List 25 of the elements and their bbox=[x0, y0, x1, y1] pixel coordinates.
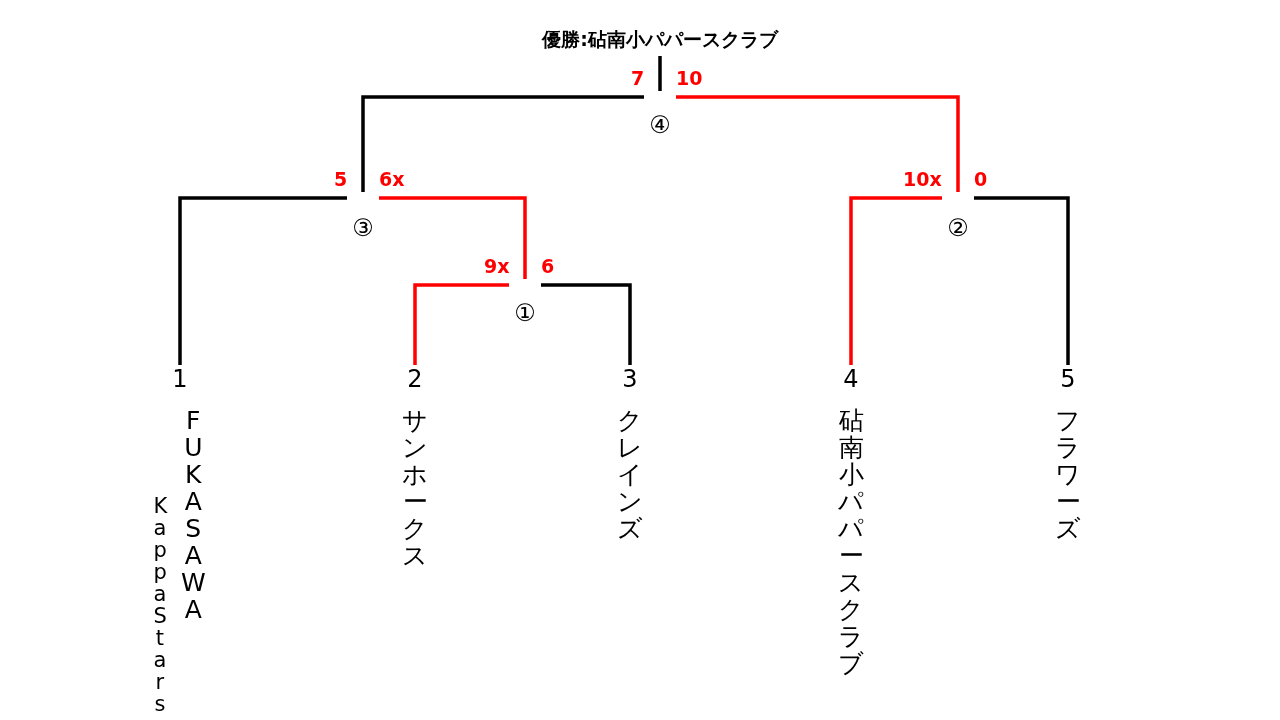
bracket-line bbox=[361, 95, 644, 192]
match-number: ④ bbox=[644, 91, 676, 139]
team-name: クレインズ bbox=[616, 407, 644, 542]
team-name: 砧南小パパースクラブ bbox=[837, 407, 865, 677]
seed-number: 1 bbox=[172, 365, 188, 393]
match-number: ② bbox=[942, 192, 974, 242]
seed-number: 3 bbox=[622, 365, 638, 393]
bracket-line bbox=[541, 283, 632, 365]
team-name: フラワーズ bbox=[1054, 407, 1082, 542]
seed-number: 4 bbox=[843, 365, 859, 393]
bracket-line bbox=[849, 196, 942, 365]
bracket-line bbox=[974, 196, 1070, 365]
seed-number: 5 bbox=[1060, 365, 1076, 393]
team-name: FUKASAWA bbox=[180, 407, 207, 623]
seed-number: 2 bbox=[407, 365, 423, 393]
bracket-line bbox=[178, 196, 347, 365]
match-number: ③ bbox=[347, 192, 379, 242]
match-number: ① bbox=[509, 279, 541, 327]
team-name: Kappa Stars bbox=[153, 495, 167, 715]
bracket-line bbox=[413, 283, 509, 365]
winner-heading: 優勝:砧南小パパースクラブ bbox=[490, 24, 830, 56]
bracket-line bbox=[676, 95, 960, 192]
bracket-line bbox=[379, 196, 527, 279]
team-name: サンホークス bbox=[401, 407, 429, 569]
bracket-line bbox=[658, 56, 662, 91]
